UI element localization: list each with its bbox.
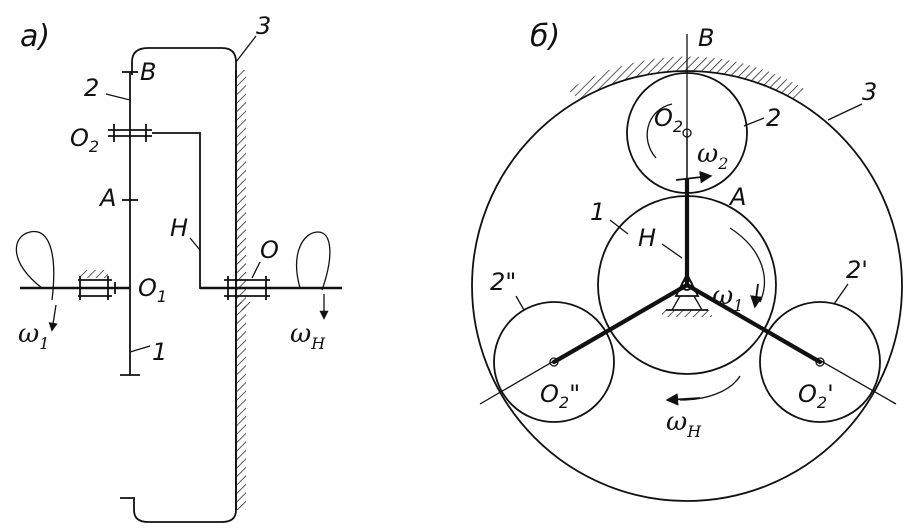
o2-top-label: O2: [654, 104, 683, 136]
omega1-rotation-arc: [15, 230, 55, 301]
omega1-rotation-arc-b: [729, 227, 766, 303]
o2-label: O2: [70, 124, 99, 156]
planet-leader: [105, 93, 131, 101]
ring-label-b: 3: [862, 78, 877, 106]
omegah-label: ωH: [290, 319, 326, 353]
carrier-leader-b: [661, 243, 683, 259]
center-o-leader: [251, 261, 261, 279]
omegah-rotation-arc: [295, 231, 331, 291]
omega1-arrow-b: [750, 283, 763, 309]
o2-left-label: O2": [540, 380, 580, 412]
planet-right-circle: [759, 301, 881, 423]
panel-b-caption: б): [530, 19, 560, 54]
o-bearing: [224, 276, 270, 310]
omegah-arrow-b: [665, 393, 701, 406]
planet-left-leader: [515, 295, 525, 311]
omega1-label: ω1: [18, 319, 49, 353]
planet-top-label: 2: [766, 104, 781, 132]
center-o-label: O: [260, 236, 279, 264]
panel-b: б) 3 B O2 2 ω2 A 1 H ω1 2" O2": [471, 19, 903, 502]
sun-leader-b: [609, 219, 629, 235]
point-a-label-b: A: [728, 183, 746, 211]
carrier-label-b: H: [638, 224, 656, 252]
carrier-label: H: [170, 214, 188, 242]
planet-right-label: 2': [846, 256, 868, 284]
omega2-rotation-arc: [646, 103, 673, 159]
central-pivot-support: [662, 271, 712, 317]
o2-bearing: [108, 124, 152, 142]
sun-label-b: 1: [590, 198, 605, 226]
point-b-label: B: [140, 58, 156, 86]
point-a-label: A: [98, 184, 116, 212]
point-b-label-b: B: [698, 24, 714, 52]
carrier-arms: [551, 177, 823, 365]
carrier-leader: [189, 237, 201, 251]
omegah-rotation-arc-b: [679, 375, 741, 401]
planet-label: 2: [84, 74, 99, 102]
omega1-arrow: [48, 304, 58, 332]
ring-housing-hatch: [236, 70, 246, 510]
ring-leader-b: [827, 103, 863, 121]
sun-label: 1: [152, 338, 167, 366]
ring-leader: [235, 35, 257, 63]
carrier-arm: [152, 132, 236, 289]
omegah-label-b: ωH: [666, 407, 702, 441]
ring-label: 3: [256, 12, 271, 40]
o2-right-label: O2': [798, 380, 834, 412]
planet-top-leader: [743, 117, 765, 127]
sun-leader: [129, 345, 151, 353]
omega2-arrow: [675, 170, 713, 184]
planet-left-label: 2": [490, 268, 516, 296]
o1-bearing: [78, 270, 116, 300]
o1-label: O1: [138, 274, 167, 306]
ring-top-hatch: [568, 56, 806, 100]
omega2-label: ω2: [697, 139, 728, 173]
planet-right-leader: [833, 283, 849, 305]
panel-a-caption: а): [20, 19, 50, 54]
planet-left-circle: [493, 301, 615, 423]
panel-a: а) 3 B 2 O2 H A 1: [15, 12, 342, 523]
